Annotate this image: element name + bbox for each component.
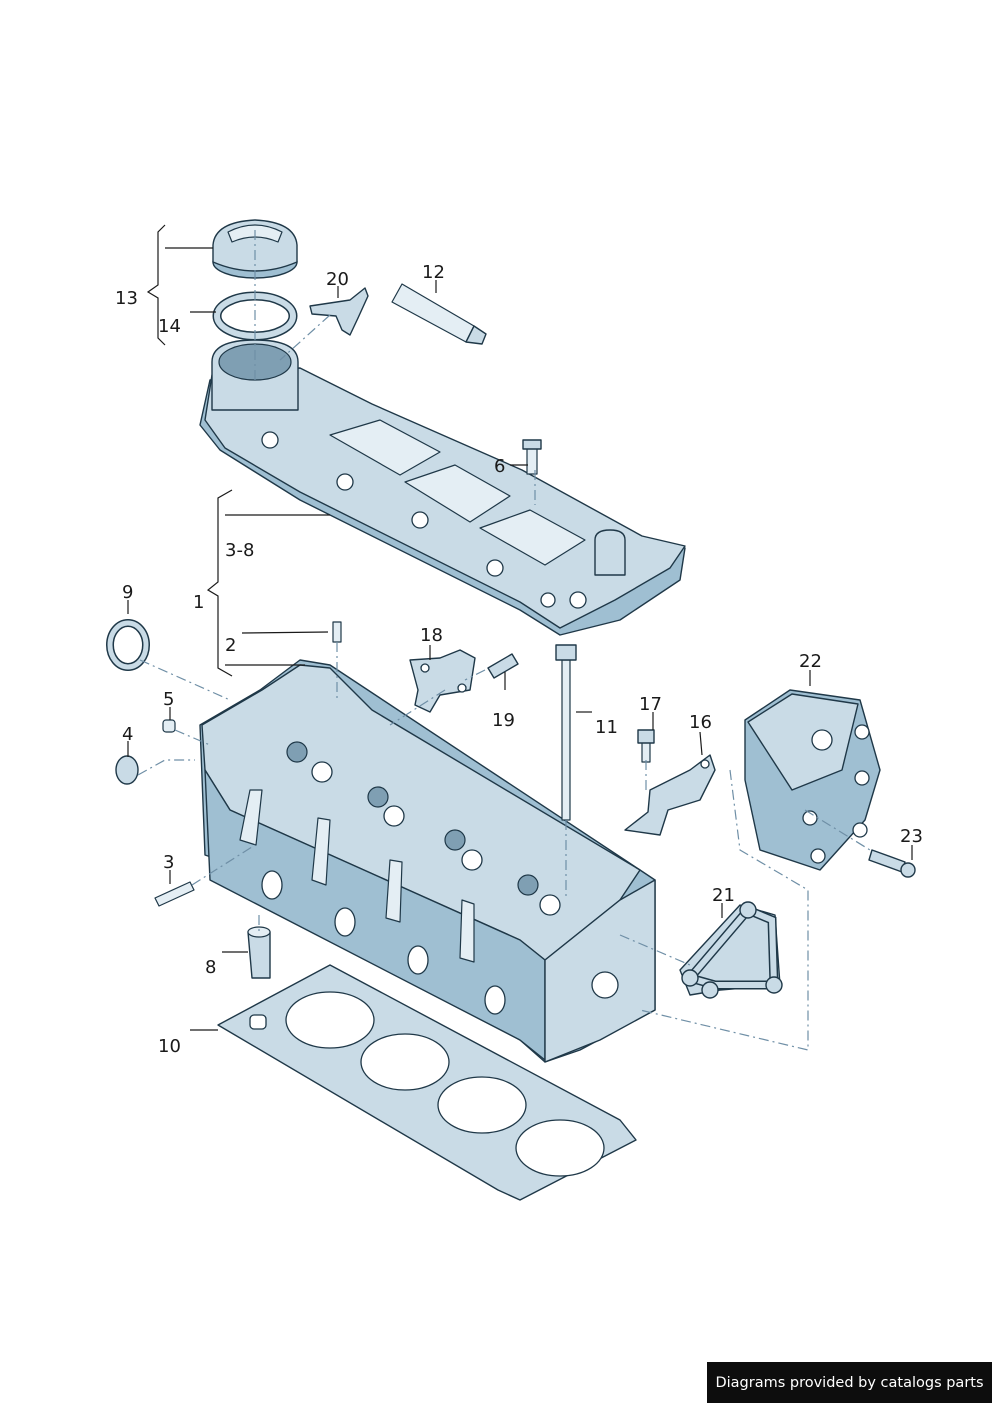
cylinder-head [199, 659, 656, 1063]
plug-small [162, 719, 176, 733]
guide-sleeve [247, 926, 271, 979]
support-bracket [409, 649, 476, 713]
callout-18: 18 [420, 625, 443, 646]
ignition-coil [744, 689, 881, 871]
dowel-pin [332, 621, 342, 643]
callout-1: 1 [193, 592, 204, 613]
coil-bracket-frame [679, 901, 783, 999]
callout-13: 13 [115, 288, 138, 309]
callout-12: 12 [422, 262, 445, 283]
callout-3: 3 [163, 852, 174, 873]
holder-plate [624, 754, 716, 836]
stud-bolt [154, 881, 195, 907]
coil-bolt-head [900, 862, 916, 878]
oil-filler-cap [212, 219, 298, 279]
callout-21: 21 [712, 885, 735, 906]
assembly-lines [137, 230, 871, 1051]
coil-bolt [868, 849, 906, 873]
cylinder-head-cover [199, 339, 686, 636]
callout-9: 9 [122, 582, 133, 603]
cover-bolt [522, 439, 542, 475]
leader-lines [127, 224, 913, 1031]
sealant-tube [391, 283, 487, 345]
callout-19: 19 [492, 710, 515, 731]
callout-8: 8 [205, 957, 216, 978]
callout-3-8: 3-8 [225, 540, 254, 561]
sealing-cap [115, 755, 139, 785]
callout-11: 11 [595, 717, 618, 738]
callout-2: 2 [225, 635, 236, 656]
callout-labels: 13 14 20 12 6 3-8 1 9 2 18 22 5 17 16 19… [115, 262, 923, 1057]
callout-5: 5 [163, 689, 174, 710]
footer-credit: Diagrams provided by catalogs parts [707, 1362, 992, 1403]
callout-6: 6 [494, 456, 505, 477]
cylinder-head-gasket [217, 964, 637, 1201]
callout-4: 4 [122, 724, 133, 745]
camshaft-seal [106, 619, 150, 671]
holder-bolt [637, 729, 655, 763]
bracket-clip [309, 287, 369, 336]
callout-22: 22 [799, 651, 822, 672]
callout-20: 20 [326, 269, 349, 290]
callout-16: 16 [689, 712, 712, 733]
cylinder-head-bolt [555, 644, 577, 821]
bracket-bolt [487, 653, 519, 679]
callout-10: 10 [158, 1036, 181, 1057]
callout-23: 23 [900, 826, 923, 847]
callout-17: 17 [639, 694, 662, 715]
callout-14: 14 [158, 316, 181, 337]
